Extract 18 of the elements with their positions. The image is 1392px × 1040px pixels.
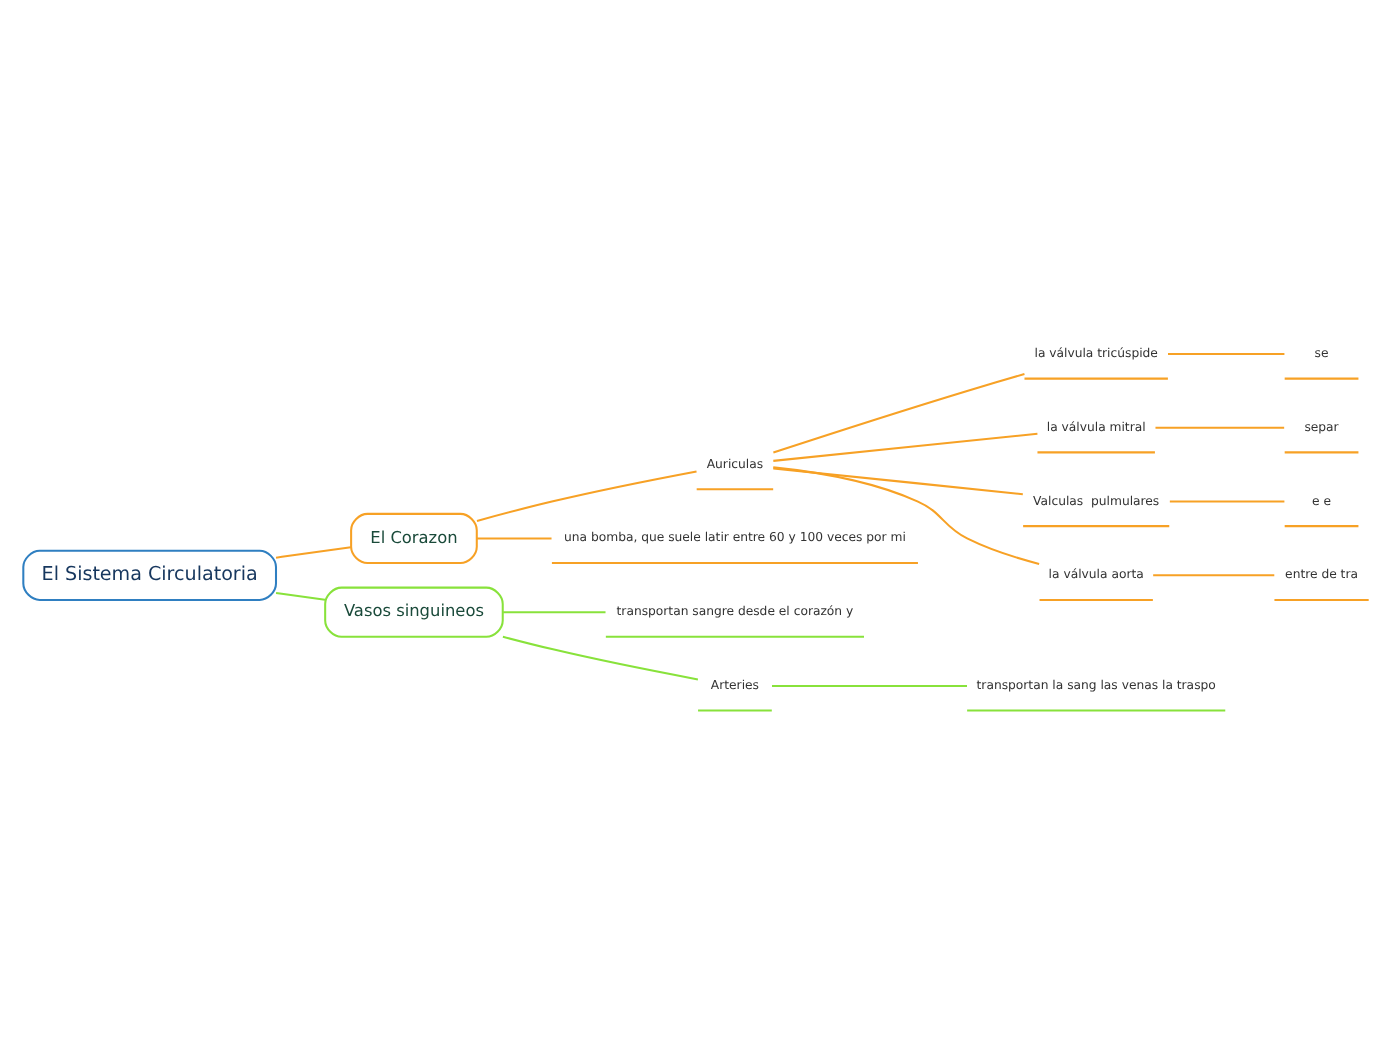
connector <box>503 611 606 614</box>
node-box: Vasos singuineos <box>324 586 504 638</box>
connector <box>477 537 552 540</box>
connector <box>275 546 351 559</box>
connector <box>773 466 1040 565</box>
connector <box>1169 500 1285 503</box>
connector <box>502 635 699 681</box>
connector <box>773 373 1025 454</box>
node-box: El Corazon <box>350 512 478 565</box>
connector <box>275 591 326 601</box>
connector <box>772 684 967 687</box>
connector <box>1155 426 1285 429</box>
connector <box>1153 574 1275 577</box>
node-box: El Sistema Circulatoria <box>22 549 278 601</box>
connector <box>1168 353 1285 356</box>
connector <box>476 470 697 522</box>
connector <box>773 432 1038 462</box>
connector <box>773 467 1023 496</box>
